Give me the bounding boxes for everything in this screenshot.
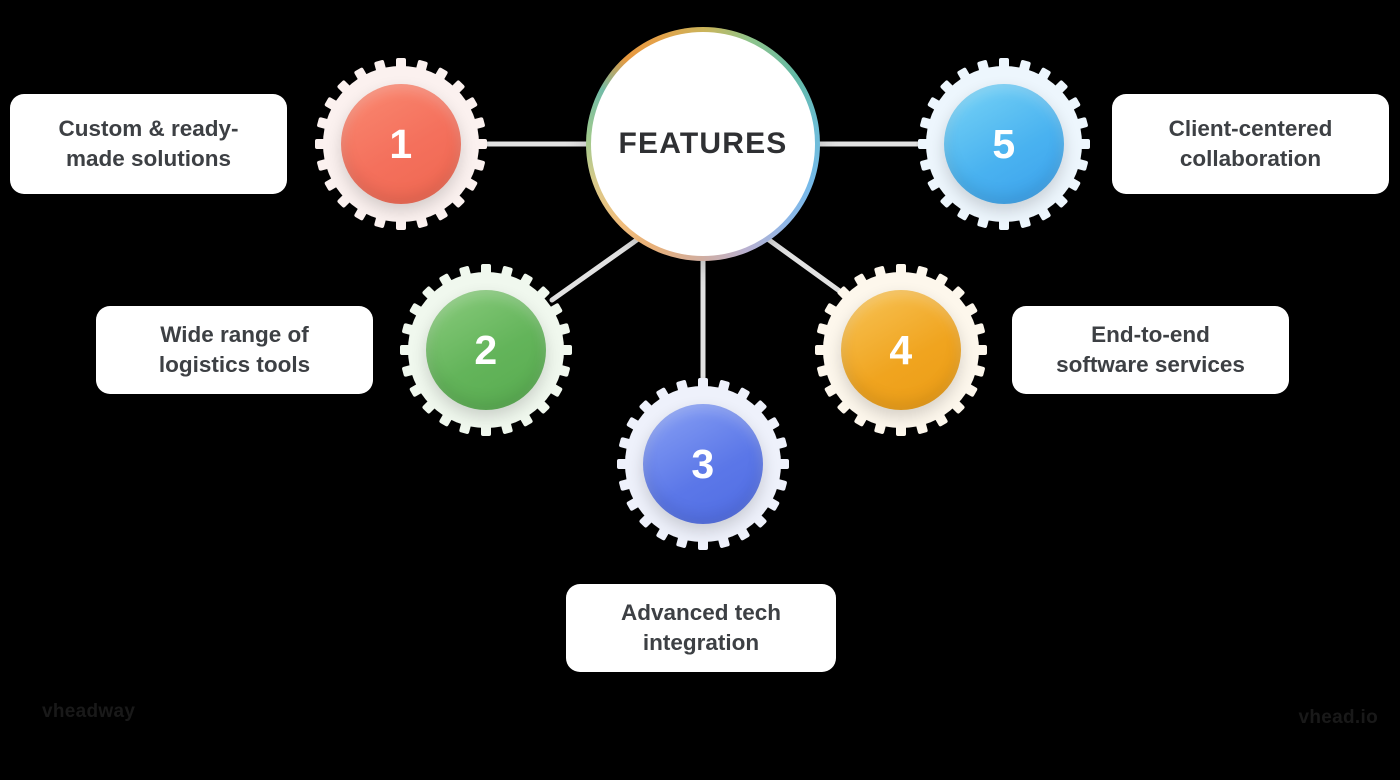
feature-label-4-line1: End-to-end xyxy=(1091,322,1210,348)
feature-label-1-line1: Custom & ready- xyxy=(58,116,239,142)
hub-circle[interactable]: FEATURES xyxy=(586,27,820,261)
node-disc-4: 4 xyxy=(841,290,961,410)
feature-label-card-1[interactable]: Custom & ready- made solutions xyxy=(10,94,287,194)
node-disc-3: 3 xyxy=(643,404,763,524)
feature-label-card-3[interactable]: Advanced tech integration xyxy=(566,584,836,672)
feature-node-2[interactable]: 2 xyxy=(398,262,574,438)
feature-label-5-line1: Client-centered xyxy=(1168,116,1333,142)
hub-label: FEATURES xyxy=(618,127,788,160)
node-disc-2: 2 xyxy=(426,290,546,410)
node-number-1: 1 xyxy=(389,120,413,167)
feature-label-card-5[interactable]: Client-centered collaboration xyxy=(1112,94,1389,194)
feature-label-3-line1: Advanced tech xyxy=(620,600,782,626)
feature-node-1[interactable]: 1 xyxy=(313,56,489,232)
watermark-right: vhead.io xyxy=(1298,707,1378,728)
feature-label-5-line2: collaboration xyxy=(1179,146,1322,171)
feature-label-4-line2: software services xyxy=(1056,352,1245,377)
feature-node-5[interactable]: 5 xyxy=(916,56,1092,232)
node-number-4: 4 xyxy=(889,326,913,373)
watermark-left: vheadway xyxy=(42,701,136,722)
node-disc-1: 1 xyxy=(341,84,461,204)
feature-label-2-line2: logistics tools xyxy=(158,352,311,377)
feature-node-4[interactable]: 4 xyxy=(813,262,989,438)
node-number-5: 5 xyxy=(992,120,1016,167)
feature-label-card-4[interactable]: End-to-end software services xyxy=(1012,306,1289,394)
feature-node-3[interactable]: 3 xyxy=(615,376,791,552)
node-number-2: 2 xyxy=(474,326,498,373)
feature-label-3-line2: integration xyxy=(642,630,760,655)
feature-label-card-2[interactable]: Wide range of logistics tools xyxy=(96,306,373,394)
feature-label-1-line2: made solutions xyxy=(65,146,231,171)
feature-label-2-line1: Wide range of xyxy=(160,322,309,348)
hub-inner: FEATURES xyxy=(591,32,815,256)
node-number-3: 3 xyxy=(691,440,715,487)
node-disc-5: 5 xyxy=(944,84,1064,204)
